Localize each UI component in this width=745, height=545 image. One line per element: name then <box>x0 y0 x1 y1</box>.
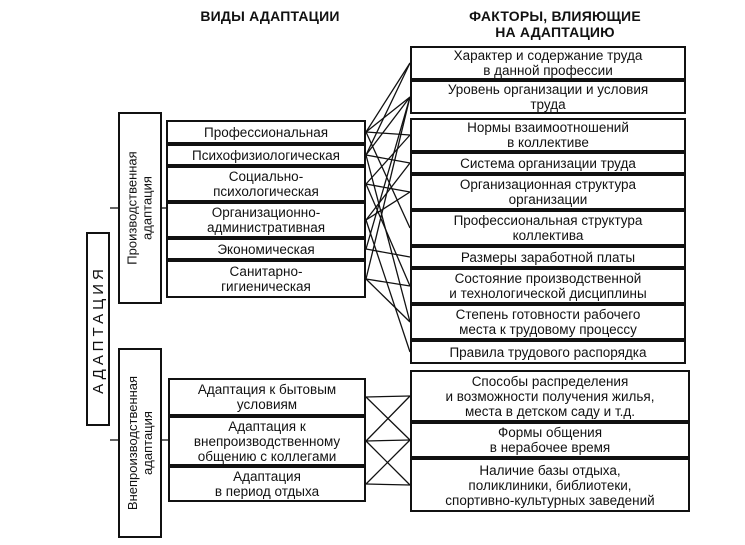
types-header: ВИДЫ АДАПТАЦИИ <box>200 8 340 24</box>
production-connector <box>365 96 411 280</box>
production-connector <box>365 96 411 156</box>
factor-relationship-norms: Нормы взаимоотношений в коллективе <box>410 118 686 152</box>
factor-work-organization-level: Уровень организации и условия труда <box>410 80 686 114</box>
production-connector <box>365 131 411 136</box>
production-connector <box>365 278 411 287</box>
production-connector <box>365 62 411 133</box>
non-production-connector <box>365 440 411 486</box>
production-connector <box>365 62 411 156</box>
production-connector <box>365 134 411 185</box>
production-adaptation-label: Производственная адаптация <box>118 112 162 304</box>
factor-work-rules: Правила трудового распорядка <box>410 340 686 364</box>
factor-communication-forms: Формы общения в нерабочее время <box>410 422 690 458</box>
type-socio-psychological: Социально- психологическая <box>166 166 366 202</box>
factor-work-organization-system: Система организации труда <box>410 152 686 174</box>
type-rest-period: Адаптация в период отдыха <box>168 466 366 502</box>
production-connector <box>365 162 411 221</box>
production-connector <box>365 96 411 250</box>
type-economic: Экономическая <box>166 238 366 260</box>
adaptation-root-text: АДАПТАЦИЯ <box>89 264 107 394</box>
production-connector <box>365 131 411 229</box>
production-connector <box>365 183 411 287</box>
factors-header: ФАКТОРЫ, ВЛИЯЮЩИЕ НА АДАПТАЦИЮ <box>469 8 641 40</box>
production-connector <box>365 191 411 221</box>
factor-workplace-readiness: Степень готовности рабочего места к труд… <box>410 304 686 340</box>
factor-work-nature: Характер и содержание труда в данной про… <box>410 46 686 80</box>
factor-housing: Способы распределения и возможности полу… <box>410 370 690 422</box>
production-connector <box>365 96 411 133</box>
factor-recreation-facilities: Наличие базы отдыха, поликлиники, библио… <box>410 458 690 512</box>
type-psychophysiological: Психофизиологическая <box>166 144 366 166</box>
type-sanitary-hygienic: Санитарно- гигиеническая <box>166 260 366 298</box>
type-professional: Профессиональная <box>166 120 366 144</box>
production-connector <box>365 278 411 323</box>
non-production-connector <box>365 395 411 398</box>
non-production-adaptation-text: Внепроизводственная адаптация <box>125 375 156 511</box>
non-production-adaptation-label: Внепроизводственная адаптация <box>118 348 162 538</box>
factor-discipline: Состояние производственной и технологиче… <box>410 268 686 304</box>
non-production-connector <box>365 439 411 442</box>
type-domestic-conditions: Адаптация к бытовым условиям <box>168 378 366 416</box>
type-off-work-communication: Адаптация к внепроизводственному общению… <box>168 416 366 466</box>
non-production-connector <box>365 395 411 442</box>
factor-salary: Размеры заработной платы <box>410 246 686 268</box>
type-organizational-administrative: Организационно- административная <box>166 202 366 238</box>
production-connector <box>365 219 411 353</box>
non-production-connector <box>365 483 411 486</box>
production-adaptation-text: Производственная адаптация <box>125 151 156 265</box>
adaptation-root-label: АДАПТАЦИЯ <box>86 232 110 426</box>
factor-organizational-structure: Организационная структура организации <box>410 174 686 210</box>
non-production-connector <box>365 439 411 485</box>
production-connector <box>365 154 411 323</box>
factor-professional-structure: Профессиональная структура коллектива <box>410 210 686 246</box>
